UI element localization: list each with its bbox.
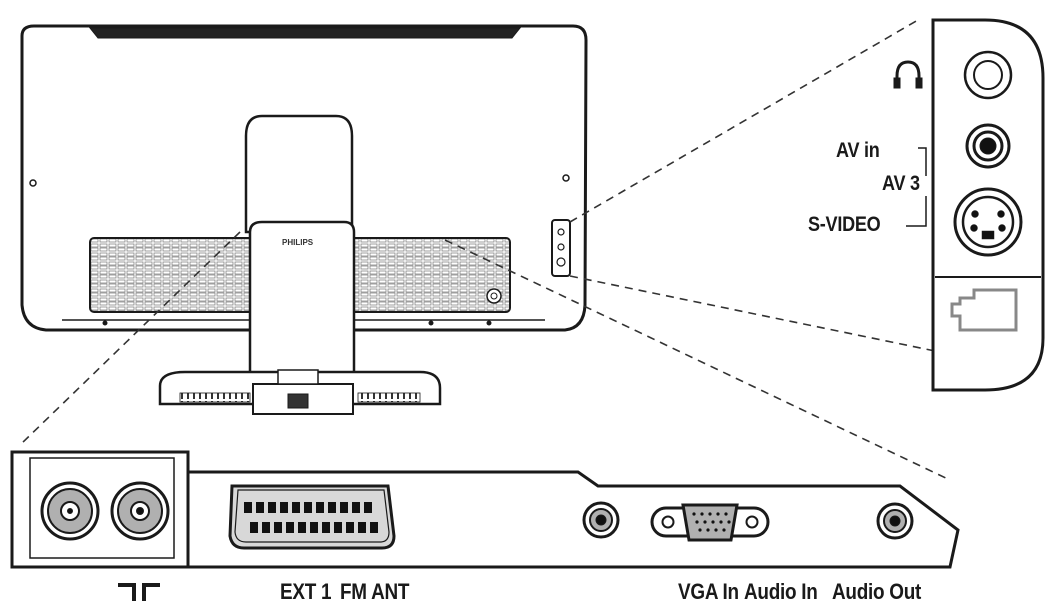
stand-neck: [244, 114, 354, 234]
leader-lines: [19, 19, 951, 481]
tv-back: [20, 24, 588, 415]
scart-pins-bottom: [250, 522, 378, 533]
tv-top-ridge: [88, 27, 522, 39]
rear-connector-panel: [10, 450, 960, 569]
av-in-label: AV in: [836, 139, 880, 162]
vga-pins: [692, 512, 731, 532]
stand-column: [248, 220, 356, 394]
side-panel-zoom: [906, 18, 1045, 392]
screw-left: [29, 179, 37, 187]
audio-out-label: Audio Out: [832, 579, 922, 604]
antenna-symbol-icon: [118, 583, 160, 601]
fm-ant-label: FM ANT: [340, 579, 410, 604]
base-foot-left: [179, 392, 251, 403]
vga-in-label: VGA In: [678, 579, 739, 604]
screw-right: [562, 174, 570, 182]
ext1-label: EXT 1: [280, 579, 332, 604]
scart-pins-top: [244, 502, 372, 513]
base-foot-right: [357, 392, 421, 403]
scart-connector: [228, 484, 396, 550]
base-network-port: [287, 393, 309, 409]
brand-label: PHILIPS: [282, 238, 314, 247]
side-network-port: [950, 288, 1018, 332]
headphones-icon: [893, 60, 923, 89]
av3-label: AV 3: [882, 172, 920, 195]
audio-in-label: Audio In: [744, 579, 818, 604]
svideo-label: S-VIDEO: [808, 213, 881, 236]
